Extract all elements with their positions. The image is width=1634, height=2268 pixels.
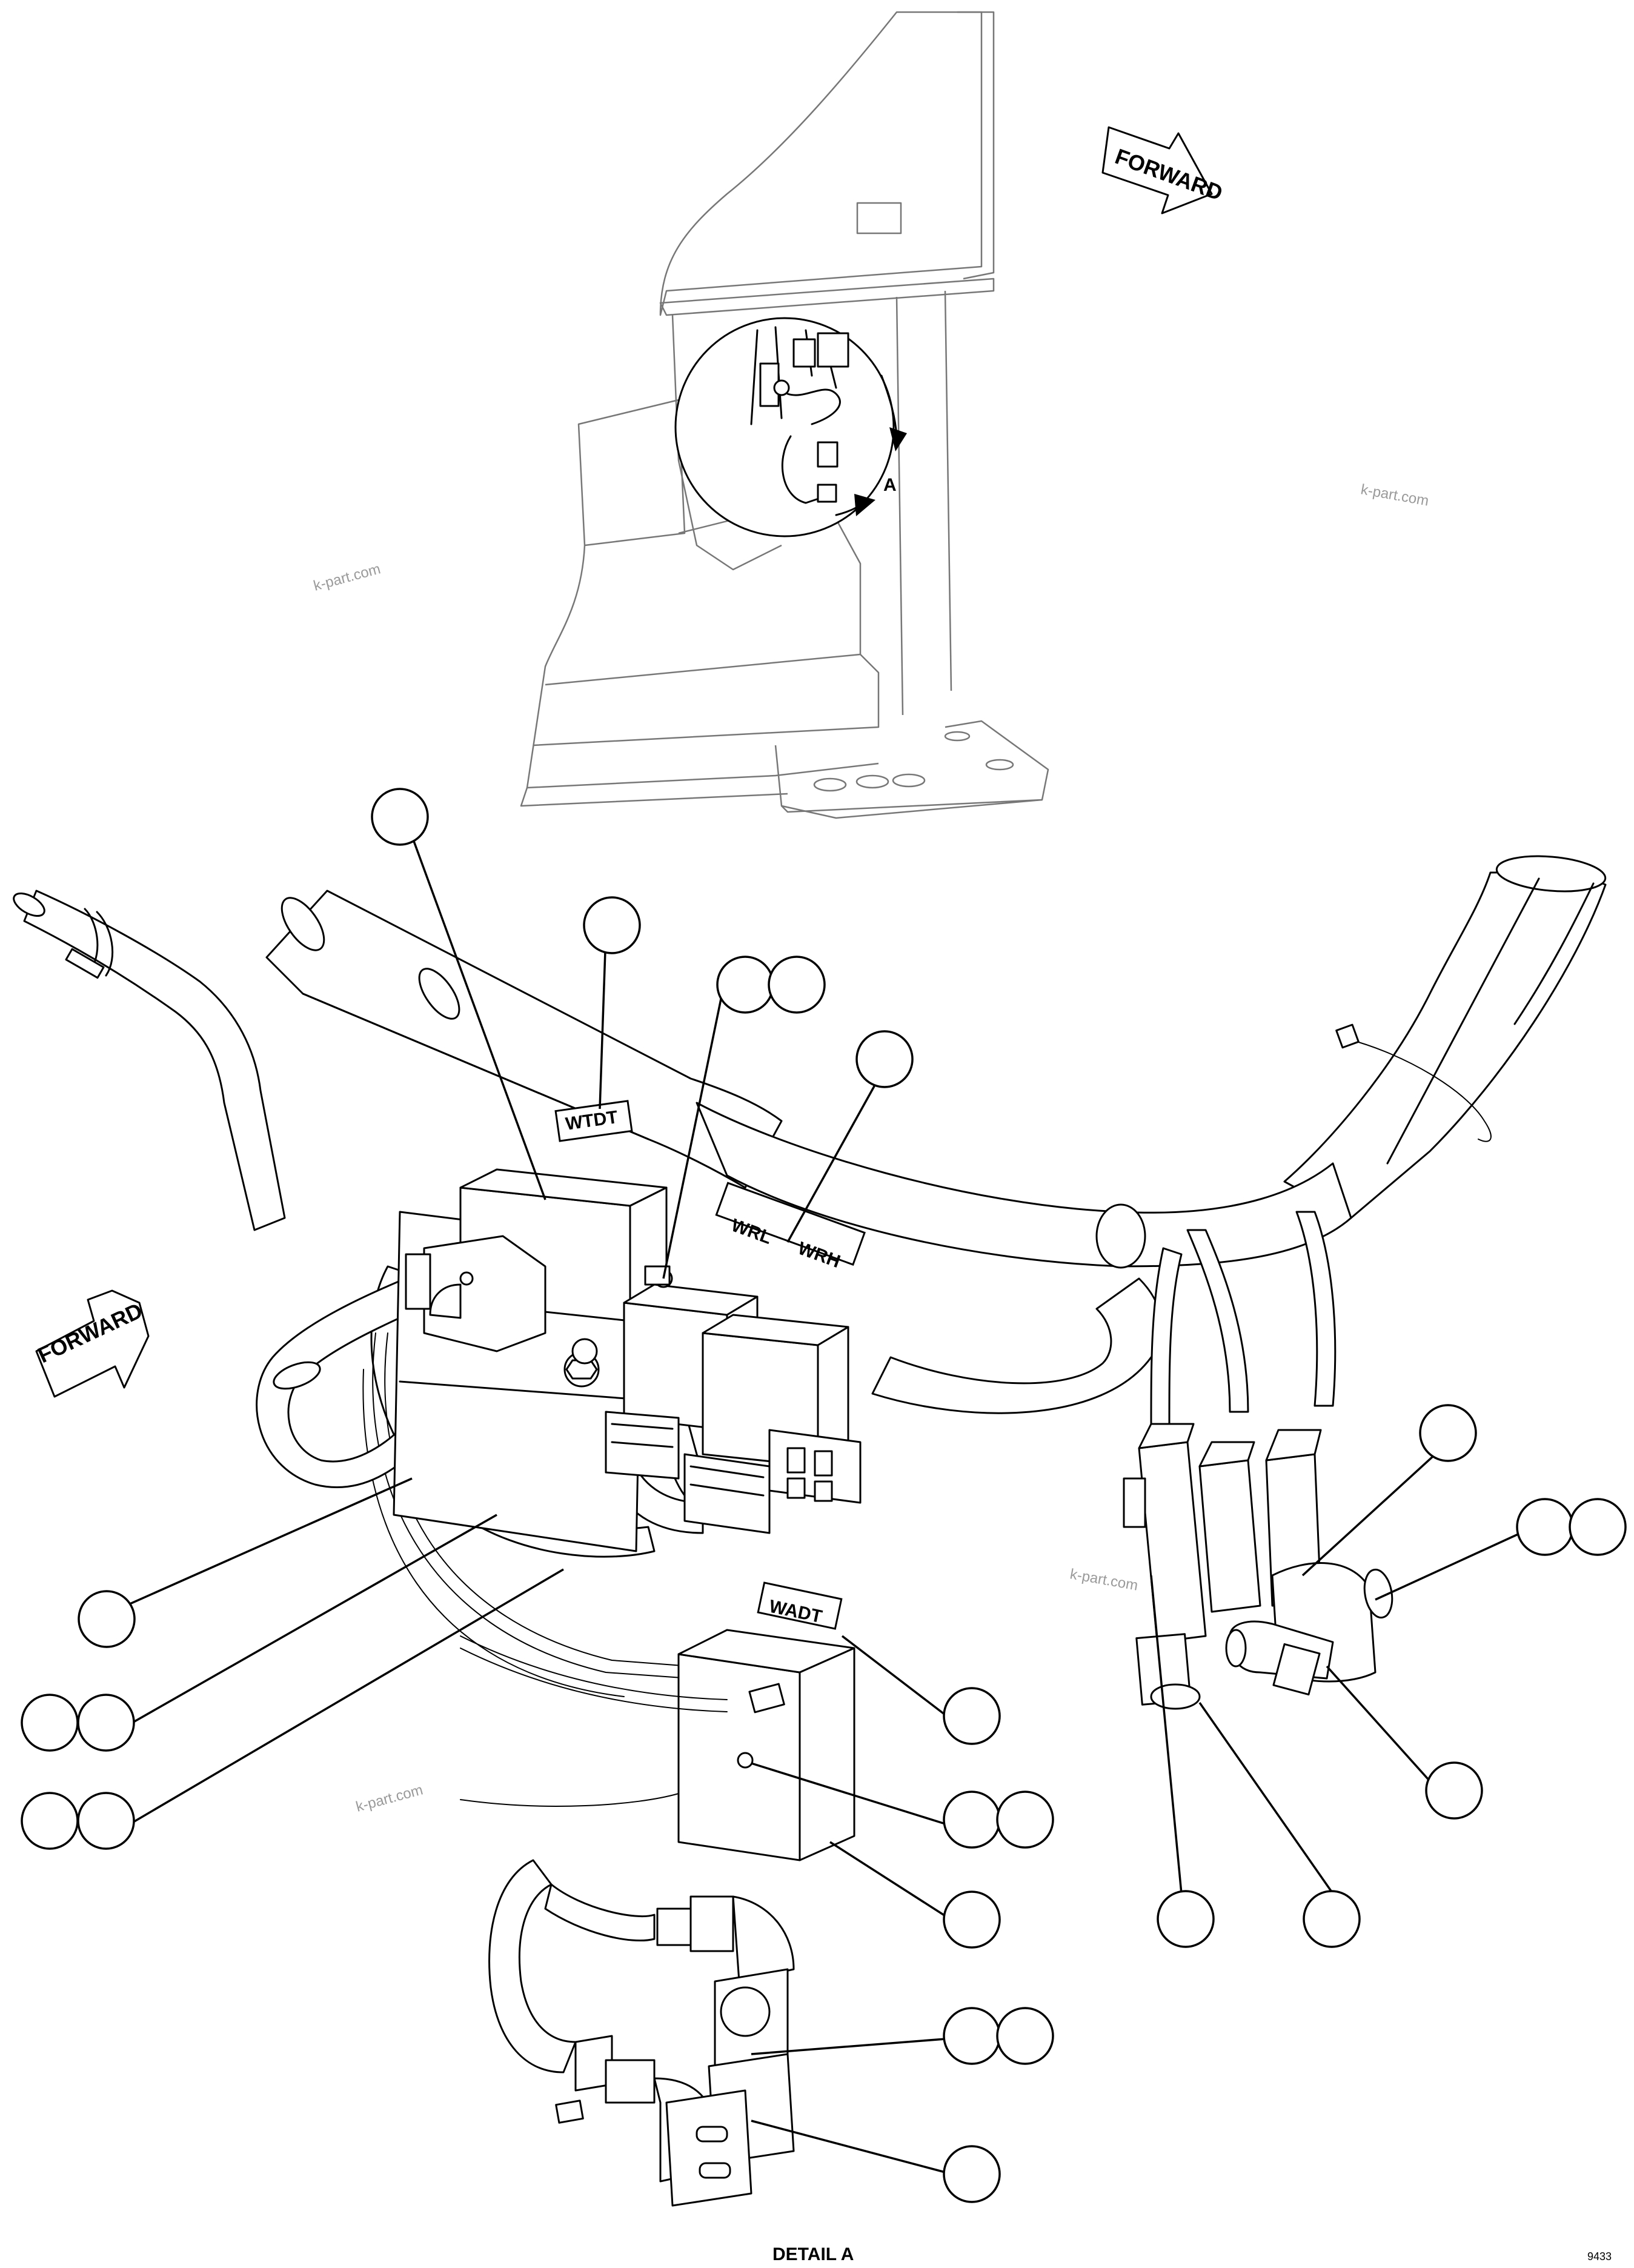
callout-16b bbox=[996, 2007, 1054, 2065]
callout-12b bbox=[996, 1791, 1054, 1849]
callout-15 bbox=[1303, 1890, 1361, 1948]
callout-12a bbox=[943, 1791, 1001, 1849]
callout-8b bbox=[77, 1694, 135, 1752]
callout-14 bbox=[1157, 1890, 1215, 1948]
watermark: k-part.com bbox=[312, 560, 382, 594]
forward-arrow-left: FORWARD bbox=[34, 1289, 150, 1398]
forward-arrow-top: FORWARD bbox=[1101, 126, 1226, 214]
callout-17 bbox=[943, 2145, 1001, 2203]
detail-caption: DETAIL A bbox=[772, 2244, 854, 2264]
tag-wrl-wrh: WRL WRH bbox=[715, 1182, 866, 1272]
callout-3b bbox=[768, 956, 826, 1014]
watermark: k-part.com bbox=[354, 1781, 425, 1815]
callout-16a bbox=[943, 2007, 1001, 2065]
tag-wtdt: WTDT bbox=[554, 1100, 633, 1142]
detail-a-assembly bbox=[13, 855, 1607, 2207]
callout-circles[interactable] bbox=[21, 788, 1627, 2203]
callout-3a bbox=[716, 956, 774, 1014]
watermark: k-part.com bbox=[1360, 481, 1430, 509]
callout-13 bbox=[943, 1891, 1001, 1949]
detail-marker: A bbox=[883, 475, 897, 495]
callout-9a bbox=[21, 1792, 79, 1850]
tag-wadt: WADT bbox=[757, 1581, 843, 1630]
watermark: k-part.com bbox=[1069, 1566, 1139, 1594]
callout-7 bbox=[78, 1590, 136, 1648]
figure-id: 9433 bbox=[1587, 2250, 1612, 2263]
callout-1 bbox=[371, 788, 429, 846]
callout-2 bbox=[583, 896, 641, 954]
callout-9b bbox=[77, 1792, 135, 1850]
leader-lines bbox=[111, 836, 1521, 2173]
callout-5 bbox=[1419, 1404, 1477, 1462]
callout-8a bbox=[21, 1694, 79, 1752]
callout-4 bbox=[855, 1030, 914, 1088]
callout-6a bbox=[1516, 1498, 1574, 1556]
callout-6b bbox=[1569, 1498, 1627, 1556]
callout-11 bbox=[1425, 1761, 1483, 1820]
detail-circle-a: A bbox=[674, 317, 907, 537]
callout-10 bbox=[943, 1687, 1001, 1745]
machine-frame-view bbox=[520, 11, 1049, 819]
